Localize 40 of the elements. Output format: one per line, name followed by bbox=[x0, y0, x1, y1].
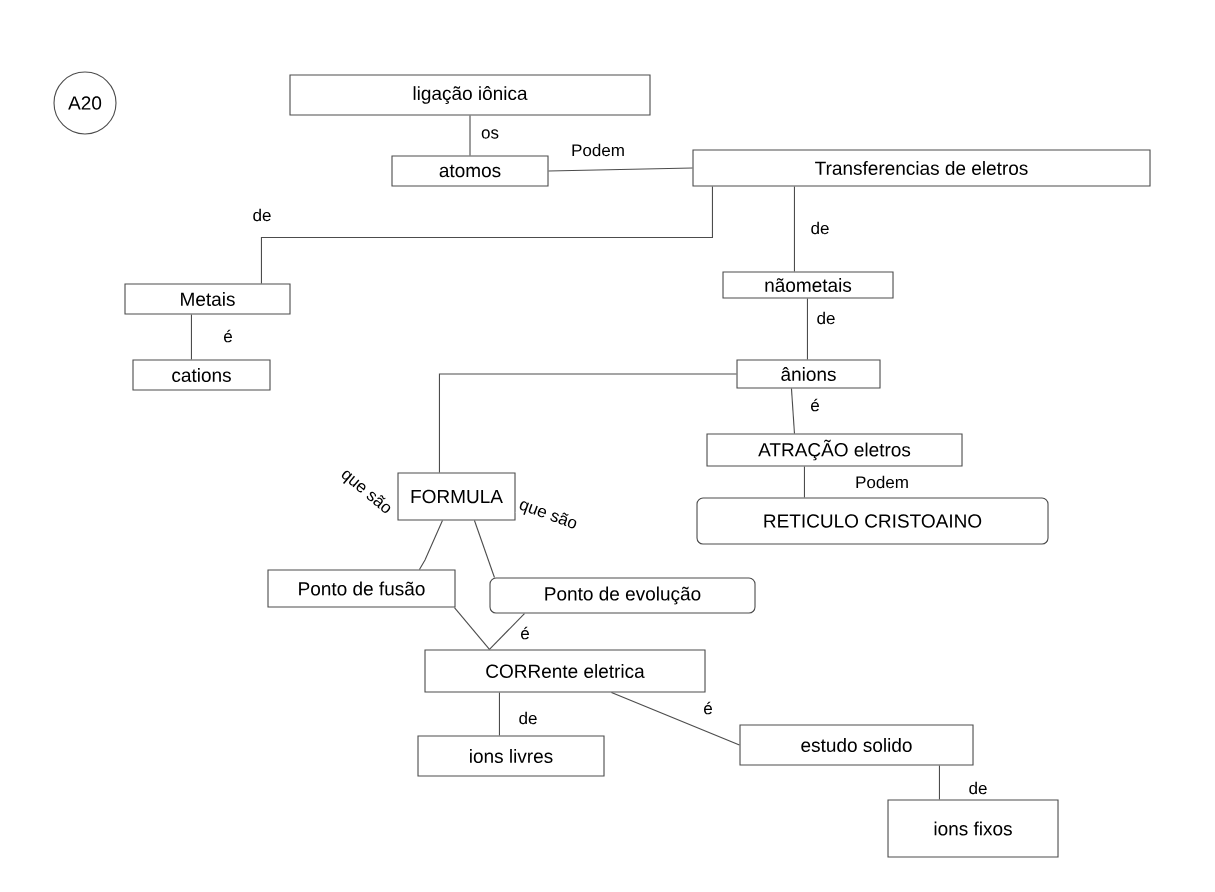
concept-box: ânions bbox=[736, 359, 881, 389]
concept-box: RETICULO CRISTOAINO bbox=[696, 497, 1049, 545]
connector-line bbox=[488, 613, 525, 650]
edge-label: é bbox=[519, 625, 531, 641]
edge-label: os bbox=[480, 128, 500, 140]
concept-box: CORRente eletrica bbox=[424, 649, 706, 693]
concept-box: estudo solido bbox=[739, 724, 974, 766]
edge-label: que são bbox=[515, 496, 581, 534]
connector-line bbox=[806, 298, 808, 360]
concept-box: nãometais bbox=[722, 271, 894, 299]
connector-line bbox=[610, 692, 740, 746]
concept-box: ions fixos bbox=[887, 799, 1059, 858]
edge-label: que são bbox=[336, 465, 396, 519]
concept-box: ligação iônica bbox=[289, 74, 651, 116]
connector-line bbox=[190, 314, 192, 360]
concept-box: atomos bbox=[391, 155, 549, 187]
connector-line bbox=[548, 167, 693, 172]
edge-label: é bbox=[222, 328, 234, 344]
concept-box: Metais bbox=[124, 283, 291, 315]
concept-box: Ponto de fusão bbox=[267, 569, 456, 608]
connector-line bbox=[938, 765, 940, 800]
edge-label: é bbox=[809, 397, 821, 413]
connector-line bbox=[469, 115, 471, 156]
connector-line bbox=[803, 466, 805, 498]
connector-line bbox=[453, 607, 490, 650]
connector-line bbox=[260, 186, 713, 284]
concept-box: ions livres bbox=[417, 735, 605, 777]
concept-box: FORMULA bbox=[397, 472, 516, 521]
concept-box: Ponto de evolução bbox=[489, 577, 756, 614]
concept-box: Transferencias de eletros bbox=[692, 149, 1151, 187]
connector-line bbox=[793, 186, 795, 272]
circled-label: A20 bbox=[53, 71, 117, 135]
concept-box: cations bbox=[132, 359, 271, 391]
connector-line bbox=[438, 373, 737, 473]
connector-line bbox=[790, 388, 795, 434]
connector-line bbox=[473, 520, 495, 578]
connector-line bbox=[498, 692, 500, 736]
concept-box: ATRAÇÃO eletros bbox=[706, 433, 963, 467]
connector-line bbox=[418, 520, 443, 570]
edge-label: é bbox=[702, 700, 714, 716]
